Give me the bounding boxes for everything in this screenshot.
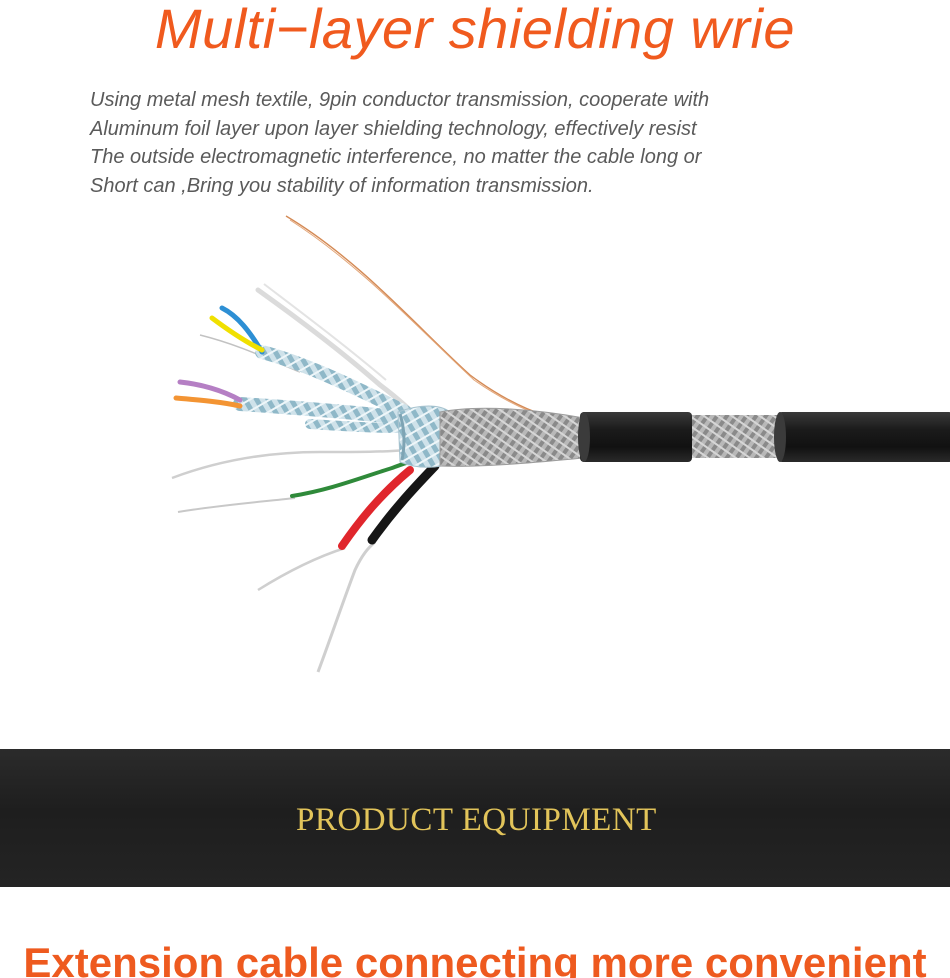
shielded-cable-image — [171, 215, 950, 673]
description-line: The outside electromagnetic interference… — [90, 146, 702, 168]
subheadline: Extension cable connecting more convenie… — [23, 939, 927, 978]
description: Using metal mesh textile, 9pin conductor… — [90, 86, 850, 200]
section-banner — [0, 749, 950, 887]
description-line: Short can ,Bring you stability of inform… — [90, 174, 594, 197]
headline: Multi−layer shielding wrie — [154, 0, 796, 60]
section-banner-title: PRODUCT EQUIPMENT — [296, 802, 657, 838]
description-line: Using metal mesh textile, 9pin conductor… — [90, 89, 710, 111]
description-line: Aluminum foil layer upon layer shielding… — [90, 117, 697, 140]
